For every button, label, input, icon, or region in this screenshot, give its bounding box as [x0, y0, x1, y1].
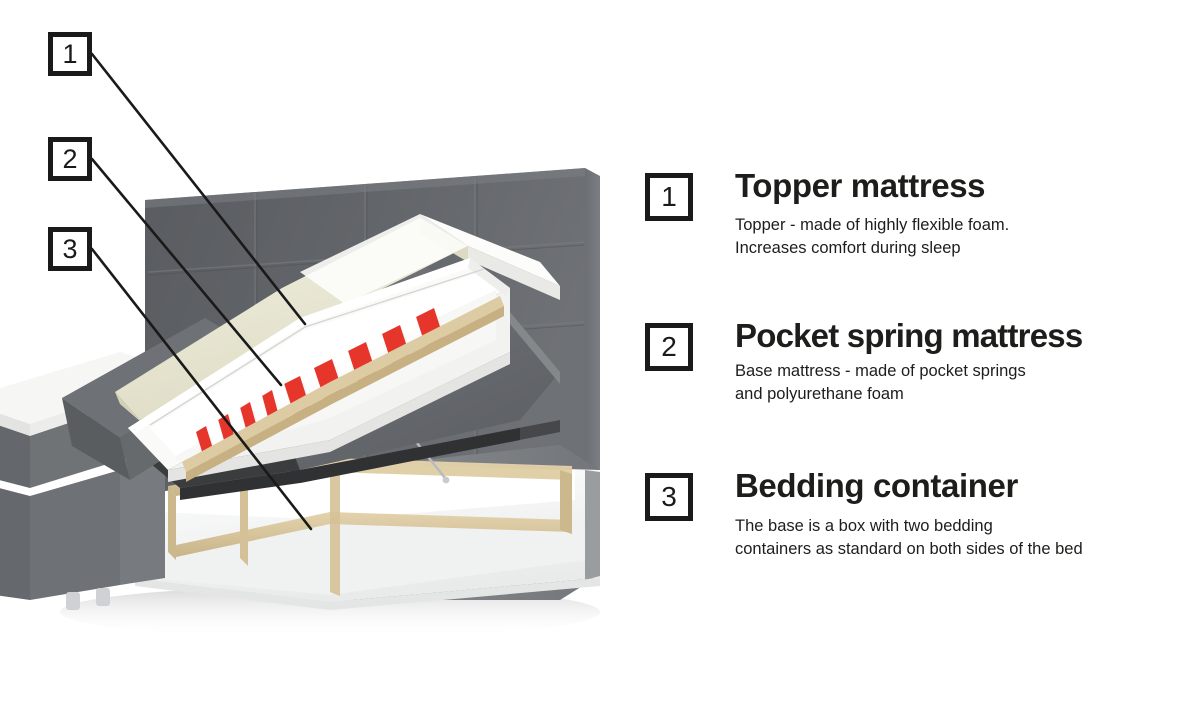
callout-box-3: 3 [48, 227, 92, 271]
bed-foot [66, 592, 80, 610]
callout-number-2: 2 [62, 143, 78, 174]
legend-desc-2-line1: Base mattress - made of pocket springs [735, 361, 1026, 380]
legend-desc-2-line2: and polyurethane foam [735, 384, 904, 403]
legend-text-2: Pocket spring mattress Base mattress - m… [735, 317, 1185, 406]
legend-title-2: Pocket spring mattress [735, 317, 1083, 354]
legend-title-3: Bedding container [735, 467, 1018, 504]
legend-number-box-1: 1 [645, 173, 693, 221]
bed-cutaway-graphic [0, 52, 600, 638]
legend-desc-1: Topper - made of highly flexible foam. I… [735, 214, 1185, 260]
leader-lines [90, 52, 313, 531]
leader-line-1 [90, 52, 307, 326]
legend-desc-1-line1: Topper - made of highly flexible foam. [735, 215, 1010, 234]
callout-box-1: 1 [48, 32, 92, 76]
legend-desc-3-line1: The base is a box with two bedding [735, 516, 993, 535]
bed-foot [96, 588, 110, 606]
legend-title-1: Topper mattress [735, 167, 986, 204]
legend-number-box-2: 2 [645, 323, 693, 371]
bedding-container [135, 458, 600, 610]
legend-desc-2: Base mattress - made of pocket springs a… [735, 360, 1185, 406]
legend-desc-3: The base is a box with two bedding conta… [735, 515, 1185, 561]
legend-text-3: Bedding container The base is a box with… [735, 467, 1185, 561]
legend-number-3: 3 [661, 481, 677, 512]
legend-desc-1-line2: Increases comfort during sleep [735, 238, 961, 257]
callout-number-3: 3 [62, 233, 78, 264]
legend-desc-3-line2: containers as standard on both sides of … [735, 539, 1083, 558]
legend-text-1: Topper mattress Topper - made of highly … [735, 167, 1185, 260]
bed-illustration: 1 2 3 [0, 32, 600, 638]
callout-box-2: 2 [48, 137, 92, 181]
leader-line-3 [90, 247, 313, 531]
legend-number-2: 2 [661, 331, 677, 362]
legend-panel: 1 Topper mattress Topper - made of highl… [630, 0, 1188, 709]
callout-number-1: 1 [62, 38, 78, 69]
leader-line-2 [90, 157, 283, 387]
lifted-mattress-lid [62, 214, 560, 500]
legend-number-1: 1 [661, 181, 677, 212]
legend-number-box-3: 3 [645, 473, 693, 521]
